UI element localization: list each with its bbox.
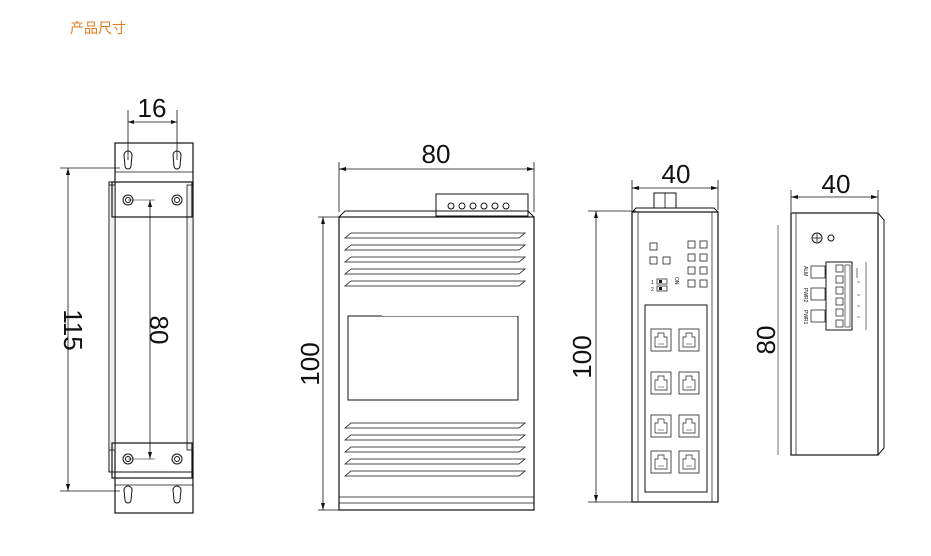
top-view: ALM PWR2 PWR1 40 80	[751, 169, 885, 456]
dip-label-on: ON	[673, 277, 679, 285]
side-height-dim: 100	[295, 342, 325, 385]
dip-label-2: 2	[651, 287, 654, 293]
top-width-dim: 40	[822, 169, 851, 199]
mount-height-dim: 115	[58, 309, 88, 350]
top-label-pwr1: PWR1	[802, 310, 808, 325]
top-height-dim: 80	[751, 326, 781, 355]
side-width-dim: 80	[422, 139, 451, 169]
mount-width-dim: 16	[138, 93, 167, 123]
front-width-dim: 40	[662, 159, 691, 189]
mounting-view: 16 115 80	[58, 93, 194, 514]
side-view: 80 100	[295, 139, 535, 511]
dip-label-1: 1	[651, 280, 654, 286]
top-label-alm: ALM	[802, 266, 808, 276]
front-view: 1 2 ON 40 100	[567, 159, 719, 503]
page-title: 产品尺寸	[70, 21, 126, 37]
mount-spacing-dim: 80	[144, 316, 174, 345]
top-label-pwr2: PWR2	[802, 288, 808, 303]
front-height-dim: 100	[567, 335, 597, 378]
